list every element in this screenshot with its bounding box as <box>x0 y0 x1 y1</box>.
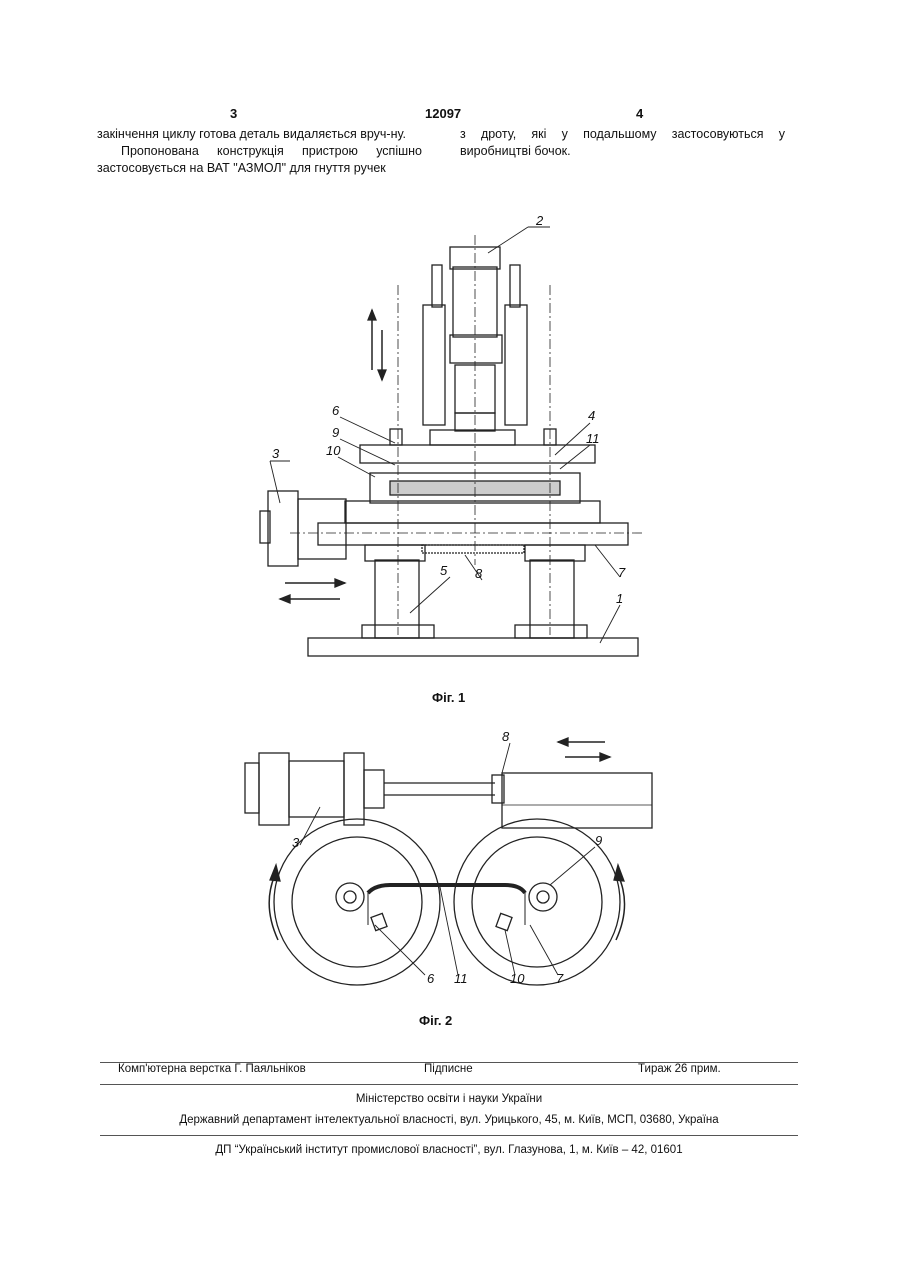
right-column: з дроту, які у подальшому застосовуються… <box>460 126 785 160</box>
left-column: закінчення циклу готова деталь видаляєть… <box>97 126 422 177</box>
base-plate <box>308 638 638 656</box>
footer-institute: ДП “Український інститут промислової вла… <box>100 1144 798 1156</box>
table-plate <box>318 523 628 545</box>
footer-ministry: Міністерство освіти і науки України <box>100 1093 798 1105</box>
fig1-label-10: 10 <box>326 443 341 458</box>
fig2-label-8: 8 <box>502 729 510 744</box>
figure-1-caption: Фіг. 1 <box>432 690 465 705</box>
fig1-label-9: 9 <box>332 425 339 440</box>
fig1-label-4: 4 <box>588 408 595 423</box>
footer-divider-3 <box>100 1135 798 1136</box>
footer-typesetter: Комп'ютерна верстка Г. Паяльніков <box>118 1063 306 1075</box>
fig1-label-3: 3 <box>272 446 280 461</box>
page-number-left: 3 <box>230 106 237 121</box>
page-number-right: 4 <box>636 106 643 121</box>
footer-circulation: Тираж 26 прим. <box>638 1063 721 1075</box>
fig1-label-1: 1 <box>616 591 623 606</box>
fig1-label-8: 8 <box>475 566 483 581</box>
fig1-label-2: 2 <box>535 213 544 228</box>
fig2-label-3: 3 <box>292 835 300 850</box>
figure-1-drawing: 2 3 4 6 9 10 11 5 8 7 1 <box>250 205 650 665</box>
fig1-label-7: 7 <box>618 565 626 580</box>
left-para-2: Пропонована конструкція пристрою успішно… <box>97 143 422 177</box>
fig2-label-6: 6 <box>427 971 435 986</box>
figure-2-caption: Фіг. 2 <box>419 1013 452 1028</box>
fig2-label-7: 7 <box>556 971 564 986</box>
fig2-label-9: 9 <box>595 833 602 848</box>
fig2-label-10: 10 <box>510 971 525 986</box>
fig1-label-11: 11 <box>586 431 600 446</box>
right-para-1: з дроту, які у подальшому застосовуються… <box>460 126 785 160</box>
figure-2-drawing: 3 8 9 6 11 10 7 <box>240 725 660 1000</box>
patent-number: 12097 <box>425 106 461 121</box>
fig1-label-6: 6 <box>332 403 340 418</box>
fig1-label-5: 5 <box>440 563 448 578</box>
left-para-1: закінчення циклу готова деталь видаляєть… <box>97 126 422 143</box>
footer-department: Державний департамент інтелектуальної вл… <box>100 1114 798 1126</box>
footer-signed: Підписне <box>424 1063 473 1075</box>
footer-divider-2 <box>100 1084 798 1085</box>
fig2-label-11: 11 <box>454 971 468 986</box>
